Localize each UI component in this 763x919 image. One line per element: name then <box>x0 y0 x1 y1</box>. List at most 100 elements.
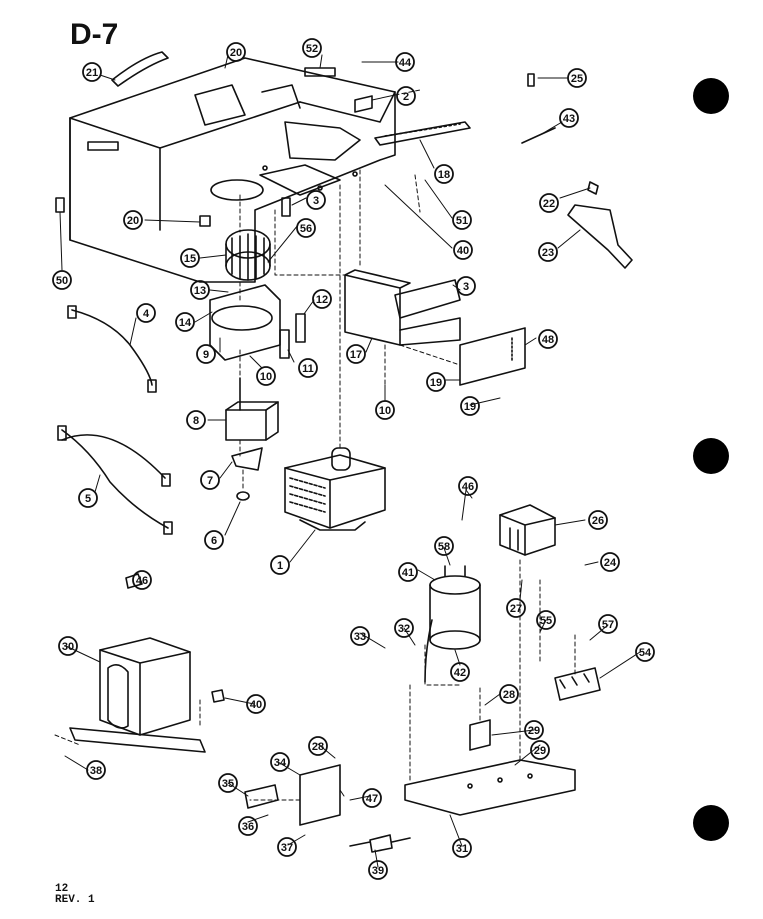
svg-text:32: 32 <box>398 623 410 635</box>
part-35-fuse <box>244 784 279 809</box>
binder-hole-middle <box>693 438 729 474</box>
callout-20b: 20 <box>123 210 143 230</box>
svg-text:18: 18 <box>438 169 450 181</box>
svg-text:10: 10 <box>379 405 391 417</box>
svg-text:29: 29 <box>528 725 540 737</box>
svg-text:44: 44 <box>399 57 412 69</box>
callout-51: 51 <box>452 210 472 230</box>
svg-text:31: 31 <box>456 843 468 855</box>
callout-48: 48 <box>538 329 558 349</box>
callout-13: 13 <box>190 280 210 300</box>
svg-text:42: 42 <box>454 667 466 679</box>
part-3-bar <box>394 279 461 319</box>
callout-50: 50 <box>52 270 72 290</box>
callout-11: 11 <box>298 358 318 378</box>
revision-label: REV. 1 <box>55 894 95 906</box>
part-29-switch <box>469 719 491 751</box>
callout-52: 52 <box>302 38 322 58</box>
callouts: 21 20 52 44 25 2 43 18 22 23 51 40 20 3 … <box>52 38 655 880</box>
callout-38: 38 <box>86 760 106 780</box>
callout-32: 32 <box>394 618 414 638</box>
part-20-clip <box>199 215 211 227</box>
callout-25: 25 <box>567 68 587 88</box>
svg-text:15: 15 <box>184 253 196 265</box>
binder-hole-bottom <box>693 805 729 841</box>
callout-44: 44 <box>395 52 415 72</box>
svg-text:19: 19 <box>430 377 442 389</box>
part-48-board <box>459 327 526 386</box>
callout-8: 8 <box>186 410 206 430</box>
callout-4: 4 <box>136 303 156 323</box>
svg-text:3: 3 <box>313 195 319 207</box>
callout-58: 58 <box>434 536 454 556</box>
callout-30: 30 <box>58 636 78 656</box>
svg-text:54: 54 <box>639 647 652 659</box>
svg-text:10: 10 <box>260 371 272 383</box>
callout-1: 1 <box>270 555 290 575</box>
callout-29b: 29 <box>530 740 550 760</box>
callout-2: 2 <box>396 86 416 106</box>
svg-text:30: 30 <box>62 641 74 653</box>
page-footer: 12 REV. 1 <box>55 884 95 906</box>
callout-28b: 28 <box>308 736 328 756</box>
svg-text:5: 5 <box>85 493 91 505</box>
callout-6: 6 <box>204 530 224 550</box>
callout-35: 35 <box>218 773 238 793</box>
callout-36: 36 <box>238 816 258 836</box>
callout-43: 43 <box>559 108 579 128</box>
callout-39: 39 <box>368 860 388 880</box>
callout-10b: 10 <box>375 400 395 420</box>
callout-21: 21 <box>82 62 102 82</box>
svg-text:29: 29 <box>534 745 546 757</box>
callout-12: 12 <box>312 289 332 309</box>
callout-3b: 3 <box>456 276 476 296</box>
callout-54: 54 <box>635 642 655 662</box>
callout-40: 40 <box>453 240 473 260</box>
part-25-screw <box>527 73 535 87</box>
svg-text:52: 52 <box>306 43 318 55</box>
svg-text:37: 37 <box>281 842 293 854</box>
assembly-leader-lines <box>54 89 576 801</box>
svg-text:34: 34 <box>274 757 287 769</box>
svg-text:3: 3 <box>463 281 469 293</box>
svg-text:33: 33 <box>354 631 366 643</box>
svg-text:11: 11 <box>302 363 314 375</box>
svg-text:39: 39 <box>372 865 384 877</box>
svg-text:50: 50 <box>56 275 68 287</box>
callout-14: 14 <box>175 312 195 332</box>
callout-47: 47 <box>362 788 382 808</box>
callout-26: 26 <box>588 510 608 530</box>
svg-text:20: 20 <box>127 215 139 227</box>
page-title: D-7 <box>70 18 119 51</box>
part-54-terminal-block <box>554 667 601 701</box>
callout-40b: 40 <box>246 694 266 714</box>
svg-text:40: 40 <box>457 245 469 257</box>
svg-text:6: 6 <box>211 535 217 547</box>
svg-text:28: 28 <box>312 741 324 753</box>
svg-text:4: 4 <box>143 308 150 320</box>
part-26-diode-block <box>499 504 556 556</box>
part-21-handle <box>111 51 169 87</box>
callout-27: 27 <box>506 598 526 618</box>
svg-text:47: 47 <box>366 793 378 805</box>
callout-57: 57 <box>598 614 618 634</box>
part-32-wire <box>424 619 433 683</box>
page-number: 12 <box>55 883 69 895</box>
svg-text:25: 25 <box>571 73 583 85</box>
callout-41: 41 <box>398 562 418 582</box>
fan-blower-group <box>209 229 281 501</box>
part-22-clip <box>587 181 599 195</box>
callout-28: 28 <box>499 684 519 704</box>
svg-text:46: 46 <box>462 481 474 493</box>
callout-24: 24 <box>600 552 620 572</box>
svg-text:22: 22 <box>543 198 555 210</box>
callout-19: 19 <box>426 372 446 392</box>
part-39-fuse <box>349 834 411 853</box>
callout-5: 5 <box>78 488 98 508</box>
callout-33: 33 <box>350 626 370 646</box>
part-34-bracket <box>299 764 341 826</box>
callout-31: 31 <box>452 838 472 858</box>
part-1-magnetron <box>284 447 386 531</box>
svg-text:2: 2 <box>403 91 409 103</box>
